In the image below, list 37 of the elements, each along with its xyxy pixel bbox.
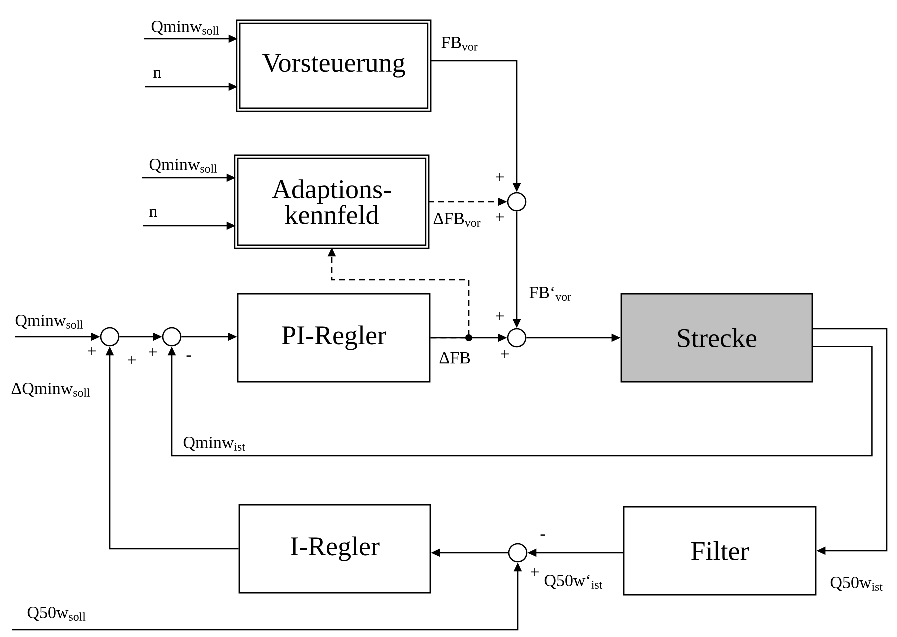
arrow <box>168 346 873 457</box>
summing-junction <box>508 543 528 563</box>
signal-label: Q50w$_{soll}$ <box>26 606 88 622</box>
sign-label: - <box>540 534 546 536</box>
block-box: Filter <box>623 506 817 596</box>
signal-label: FB‘$_{vor}$ <box>528 286 574 302</box>
signal-label: ΔFB$_{vor}$ <box>432 212 482 228</box>
sign-label: + <box>496 213 504 222</box>
sign-label: + <box>128 356 136 364</box>
signal-label: Qminw$_{soll}$ <box>148 158 219 174</box>
summing-junction <box>162 327 182 347</box>
signal-label: Q50w$_{ist}$ <box>829 576 884 592</box>
sign-label: + <box>149 348 157 356</box>
arrow <box>813 328 888 556</box>
sign-label: - <box>186 356 192 357</box>
summing-junction <box>507 328 527 348</box>
signal-label: FB$_{vor}$ <box>440 36 480 52</box>
sign-label: + <box>496 173 504 182</box>
summing-junction <box>507 192 527 212</box>
block-box: Adaptions- kennfeld <box>234 154 430 250</box>
signal-label: ΔQminw$_{soll}$ <box>10 382 92 398</box>
signal-label: ΔFB <box>438 351 472 365</box>
sign-label: + <box>88 347 96 356</box>
summing-junction <box>100 327 120 347</box>
signal-label: n <box>148 208 159 218</box>
signal-label: Qminw$_{soll}$ <box>14 314 85 330</box>
signal-label: Q50w‘$_{ist}$ <box>543 574 604 590</box>
signal-label: n <box>152 69 163 79</box>
sign-label: + <box>501 350 509 358</box>
plant-box: Strecke <box>620 293 814 383</box>
block-box: Vorsteuerung <box>236 20 432 112</box>
block-box: PI-Regler <box>237 293 431 383</box>
signal-label: Qminw$_{soll}$ <box>150 20 221 36</box>
sign-label: + <box>496 312 504 320</box>
signal-label: Qminw$_{ist}$ <box>182 436 247 452</box>
sign-label: + <box>531 568 539 576</box>
block-box: I-Regler <box>238 504 432 594</box>
